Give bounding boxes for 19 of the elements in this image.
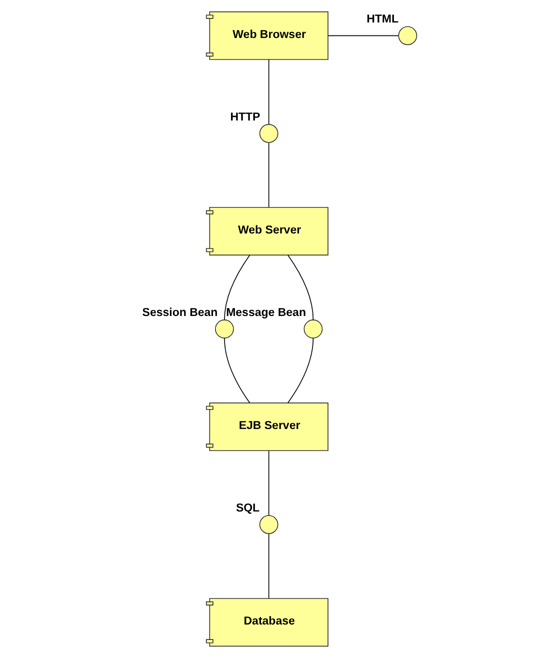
- node-label: Message Bean: [226, 307, 306, 320]
- connector: [268, 534, 269, 599]
- connector: [268, 142, 269, 208]
- node-circle: [258, 515, 278, 534]
- connector: [224, 254, 250, 320]
- connector: [327, 35, 398, 36]
- node-circle: [303, 320, 322, 338]
- node-label: HTML: [366, 14, 398, 26]
- connector: [286, 254, 314, 320]
- connector: [286, 338, 314, 404]
- node-circle: [214, 320, 234, 338]
- node-label: SQL: [235, 502, 260, 515]
- node-label: HTTP: [230, 111, 260, 124]
- connector: [224, 338, 250, 404]
- node-circle: [258, 124, 278, 143]
- node-label: Session Bean: [142, 307, 218, 320]
- node-circle: [398, 26, 417, 46]
- connector: [268, 59, 269, 125]
- connector: [268, 450, 269, 516]
